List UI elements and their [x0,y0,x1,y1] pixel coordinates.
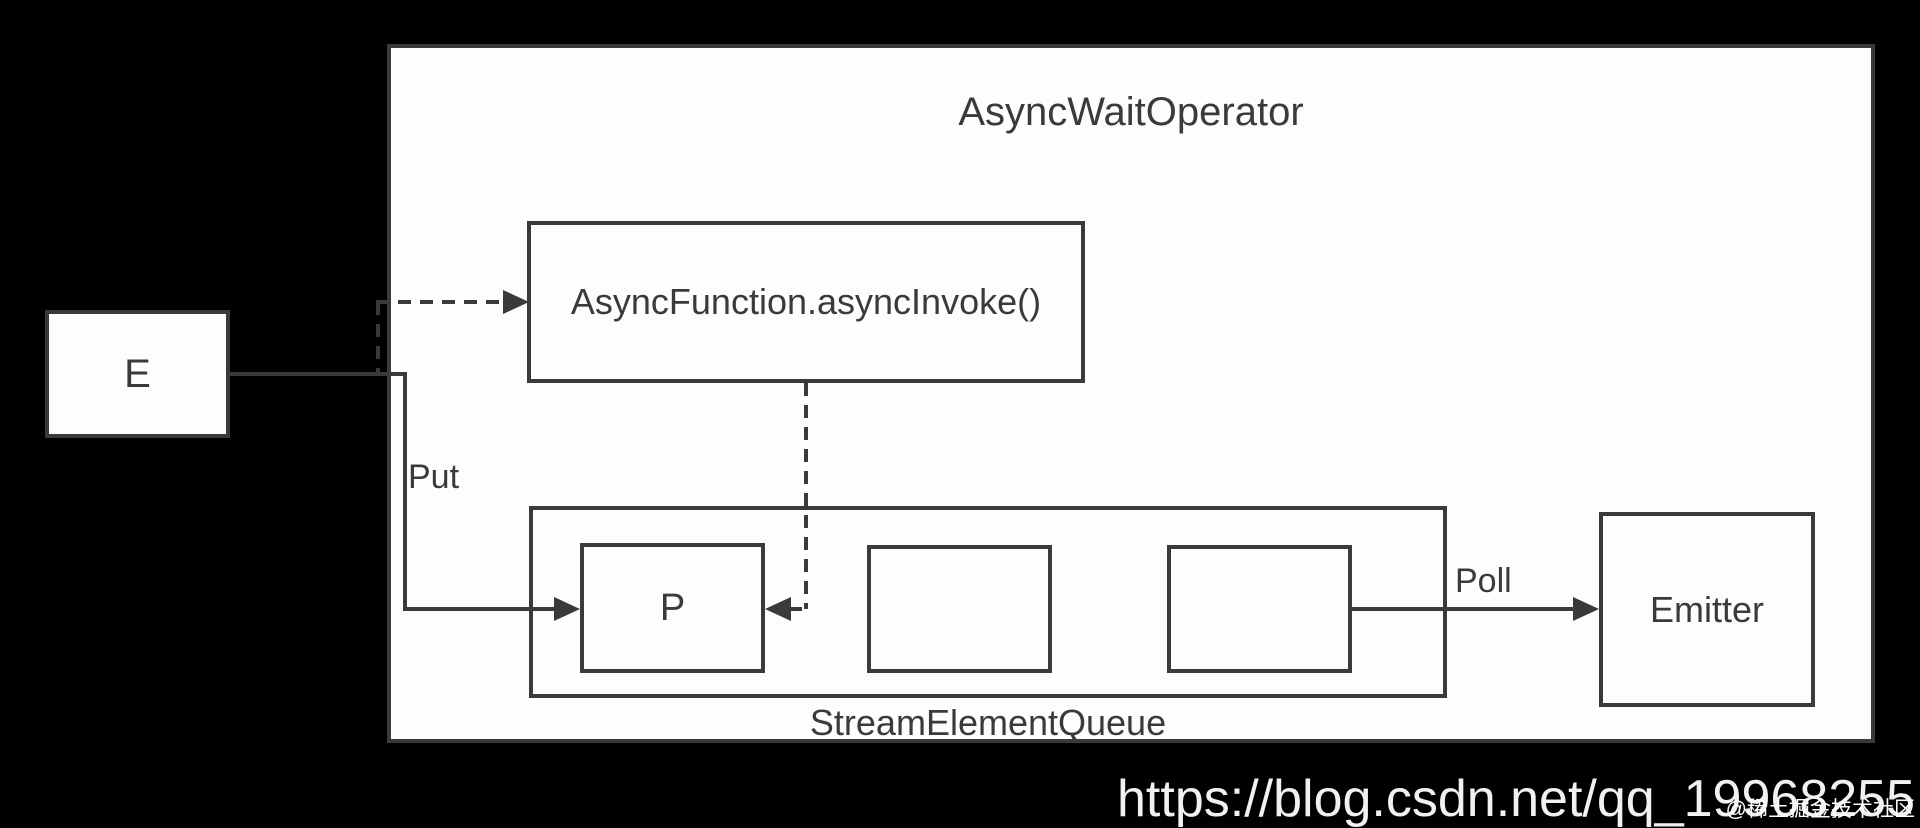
arrowhead-into-asyncfunction [503,290,529,314]
arrowhead-into-p-right [765,597,791,621]
input-element-label: E [124,351,151,396]
edge-input-horizontal [230,372,407,376]
put-edge-label: Put [408,458,460,496]
poll-edge-label: Poll [1455,562,1512,600]
queue-slot-3 [1167,545,1352,673]
input-element-box: E [45,310,230,438]
emitter-box: Emitter [1599,512,1815,707]
queue-slot-2 [867,545,1052,673]
panel-title: AsyncWaitOperator [958,90,1304,134]
queue-slot-p-label: P [659,586,686,629]
edge-dashed-to-asyncfunction [376,300,503,304]
edge-dashed-asyncfunction-down [804,383,808,609]
edge-dashed-stub-to-p [789,607,808,611]
stream-element-queue-box [529,506,1447,698]
edge-dashed-vertical-branch [376,302,380,374]
stream-element-queue-label: StreamElementQueue [809,702,1167,743]
emitter-label: Emitter [1649,588,1764,630]
edge-put-vertical [403,372,407,611]
watermark-url: https://blog.csdn.net/qq_19968255 [1117,770,1915,828]
edge-put-horizontal [403,607,556,611]
community-badge: @稀土掘金技术社区 [1725,798,1915,821]
arrowhead-into-p-left [554,597,580,621]
arrowhead-into-emitter [1573,597,1599,621]
async-function-label: AsyncFunction.asyncInvoke() [570,281,1042,322]
edge-poll-horizontal [1352,607,1574,611]
queue-slot-p: P [580,543,765,673]
async-function-box: AsyncFunction.asyncInvoke() [527,221,1085,383]
